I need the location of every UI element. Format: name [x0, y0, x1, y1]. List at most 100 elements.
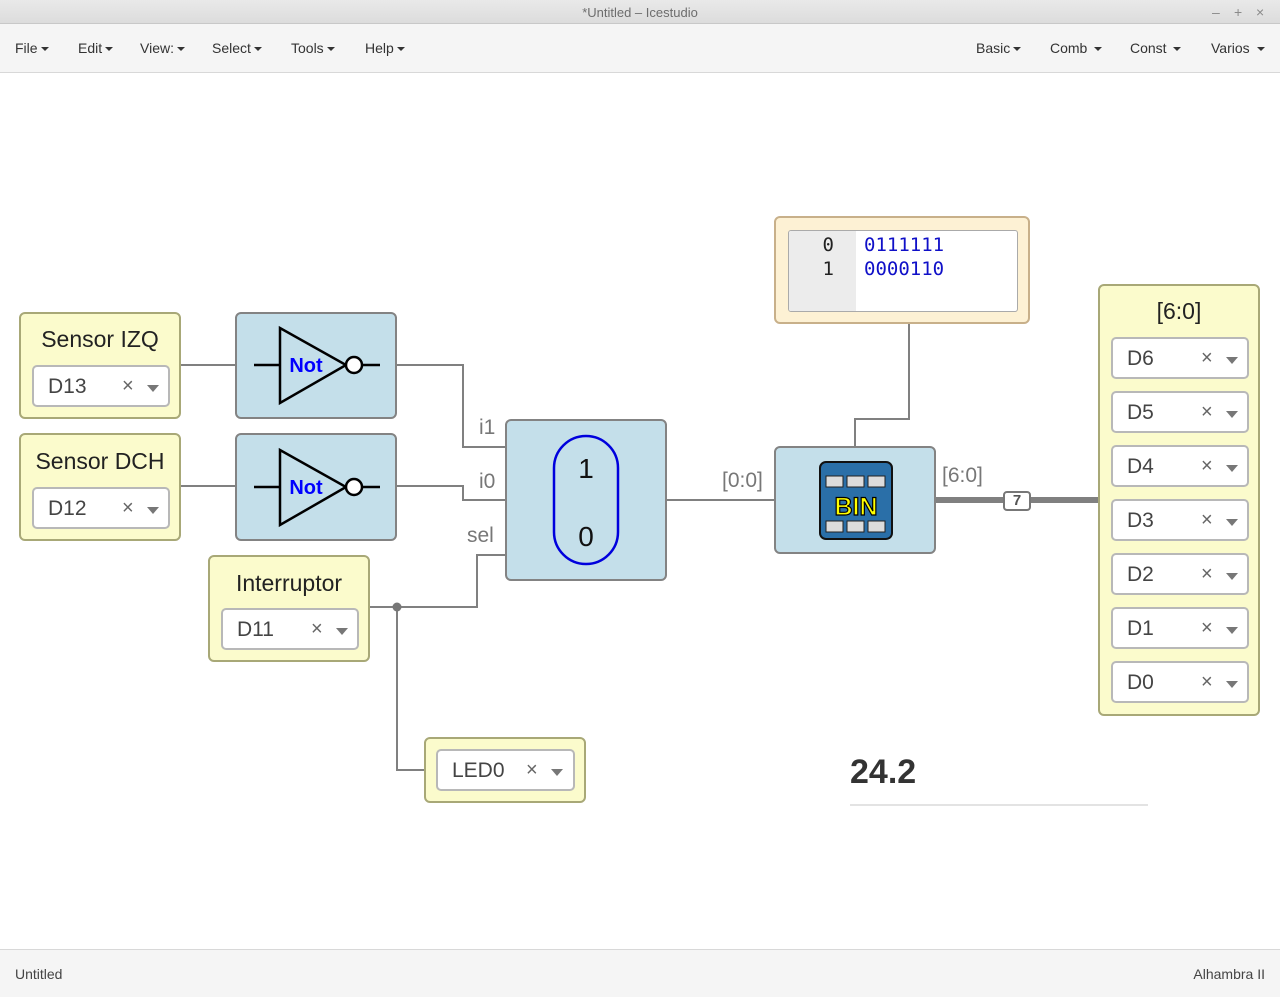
- mux-block[interactable]: 1 0: [505, 419, 667, 581]
- wire-memory-bin[interactable]: [854, 324, 910, 447]
- port-label-bin-out: [6:0]: [942, 464, 983, 487]
- dropdown-arrow-icon[interactable]: [336, 628, 348, 635]
- dropdown-arrow-icon[interactable]: [1226, 627, 1238, 634]
- block-title: [6:0]: [1156, 298, 1202, 324]
- design-canvas[interactable]: Sensor IZQ D13 × Sensor DCH D12 × Not: [0, 74, 1280, 949]
- caret-down-icon: [253, 47, 262, 52]
- menu-select[interactable]: Select: [212, 40, 262, 56]
- port-label-i0: i0: [479, 470, 496, 493]
- clear-icon[interactable]: ×: [122, 375, 134, 397]
- wire-not-top-i1[interactable]: [396, 364, 506, 448]
- pin-value: D0: [1127, 671, 1154, 694]
- clear-icon[interactable]: ×: [1201, 401, 1213, 423]
- dropdown-arrow-icon[interactable]: [147, 507, 159, 514]
- pin-select-d6[interactable]: D6 ×: [1111, 337, 1249, 379]
- input-block-interruptor[interactable]: Interruptor D11 ×: [208, 555, 370, 662]
- dropdown-arrow-icon[interactable]: [1226, 357, 1238, 364]
- input-block-sensor-dch[interactable]: Sensor DCH D12 ×: [19, 433, 181, 541]
- dropdown-arrow-icon[interactable]: [1226, 519, 1238, 526]
- caret-down-icon: [105, 47, 114, 52]
- menubar: File Edit View: Select Tools Help Basic …: [0, 24, 1280, 73]
- caret-down-icon: [326, 47, 335, 52]
- not-gate-icon: Not: [254, 447, 380, 528]
- dropdown-arrow-icon[interactable]: [1226, 465, 1238, 472]
- menu-const-label: Const: [1130, 40, 1171, 56]
- pin-select-d1[interactable]: D1 ×: [1111, 607, 1249, 649]
- clear-icon[interactable]: ×: [526, 759, 538, 781]
- caret-down-icon: [1094, 47, 1103, 52]
- dropdown-arrow-icon[interactable]: [1226, 411, 1238, 418]
- pin-select-led[interactable]: LED0 ×: [436, 749, 575, 791]
- clear-icon[interactable]: ×: [122, 497, 134, 519]
- menu-tools[interactable]: Tools: [291, 40, 335, 56]
- menu-tools-label: Tools: [291, 40, 324, 56]
- canvas-value-text: 24.2: [850, 753, 917, 791]
- memory-line-value: 0111111: [864, 234, 945, 256]
- maximize-button[interactable]: +: [1234, 4, 1243, 20]
- clear-icon[interactable]: ×: [1201, 347, 1213, 369]
- mux-icon: 1 0: [552, 434, 620, 566]
- pin-select-d3[interactable]: D3 ×: [1111, 499, 1249, 541]
- menu-help[interactable]: Help: [365, 40, 405, 56]
- not-label: Not: [289, 477, 323, 499]
- menu-view[interactable]: View:: [140, 40, 185, 56]
- clear-icon[interactable]: ×: [1201, 509, 1213, 531]
- dropdown-arrow-icon[interactable]: [551, 769, 563, 776]
- memory-line-number: 0: [822, 234, 834, 256]
- wire-interruptor-led[interactable]: [396, 607, 426, 771]
- caret-down-icon: [1256, 47, 1265, 52]
- minimize-button[interactable]: –: [1212, 4, 1220, 20]
- output-block-bus[interactable]: [6:0] D6 × D5 × D4 × D3 × D2 × D1 ×: [1098, 284, 1260, 716]
- bin-decoder-block[interactable]: BIN: [774, 446, 936, 554]
- pin-value: D3: [1127, 509, 1154, 532]
- block-title: Interruptor: [235, 570, 343, 596]
- wire-junction: [392, 602, 402, 612]
- port-label-sel: sel: [467, 524, 494, 547]
- wire-not-bottom-i0[interactable]: [396, 485, 506, 501]
- menu-comb[interactable]: Comb: [1050, 40, 1103, 56]
- menu-basic[interactable]: Basic: [976, 40, 1022, 56]
- memory-editor[interactable]: 0 1 0111111 0000110: [788, 230, 1018, 312]
- pin-select-sensor-dch[interactable]: D12 ×: [32, 487, 170, 529]
- clear-icon[interactable]: ×: [1201, 671, 1213, 693]
- pin-value: D12: [48, 497, 87, 520]
- pin-select-interruptor[interactable]: D11 ×: [221, 608, 359, 650]
- wire-interruptor-sel[interactable]: [369, 554, 506, 608]
- dropdown-arrow-icon[interactable]: [1226, 573, 1238, 580]
- pin-select-d2[interactable]: D2 ×: [1111, 553, 1249, 595]
- menu-edit-label: Edit: [78, 40, 103, 56]
- clear-icon[interactable]: ×: [1201, 455, 1213, 477]
- menu-file[interactable]: File: [15, 40, 49, 56]
- window-title: *Untitled – Icestudio: [582, 5, 698, 20]
- memory-line-number: 1: [822, 258, 834, 280]
- clear-icon[interactable]: ×: [1201, 563, 1213, 585]
- not-gate-block-top[interactable]: Not: [235, 312, 397, 419]
- output-block-led[interactable]: LED0 ×: [424, 737, 586, 803]
- caret-down-icon: [40, 47, 49, 52]
- clear-icon[interactable]: ×: [1201, 617, 1213, 639]
- pin-value: D6: [1127, 347, 1154, 370]
- pin-select-sensor-izq[interactable]: D13 ×: [32, 365, 170, 407]
- menu-file-label: File: [15, 40, 38, 56]
- not-gate-block-bottom[interactable]: Not: [235, 433, 397, 541]
- pin-value: D2: [1127, 563, 1154, 586]
- clear-icon[interactable]: ×: [311, 618, 323, 640]
- bus-width-badge: 7: [1003, 491, 1031, 511]
- board-name[interactable]: Alhambra II: [1193, 966, 1265, 982]
- dropdown-arrow-icon[interactable]: [1226, 681, 1238, 688]
- pin-value: D4: [1127, 455, 1154, 478]
- input-block-sensor-izq[interactable]: Sensor IZQ D13 ×: [19, 312, 181, 419]
- pin-select-d4[interactable]: D4 ×: [1111, 445, 1249, 487]
- value-underline: [850, 804, 1148, 806]
- pin-select-d0[interactable]: D0 ×: [1111, 661, 1249, 703]
- pin-select-d5[interactable]: D5 ×: [1111, 391, 1249, 433]
- menu-varios[interactable]: Varios: [1211, 40, 1265, 56]
- memory-line-value: 0000110: [864, 258, 945, 280]
- menu-edit[interactable]: Edit: [78, 40, 114, 56]
- menu-varios-label: Varios: [1211, 40, 1254, 56]
- memory-block[interactable]: 0 1 0111111 0000110: [774, 216, 1030, 324]
- block-title: Sensor IZQ: [41, 326, 159, 352]
- menu-const[interactable]: Const: [1130, 40, 1182, 56]
- close-button[interactable]: ×: [1256, 4, 1265, 20]
- dropdown-arrow-icon[interactable]: [147, 385, 159, 392]
